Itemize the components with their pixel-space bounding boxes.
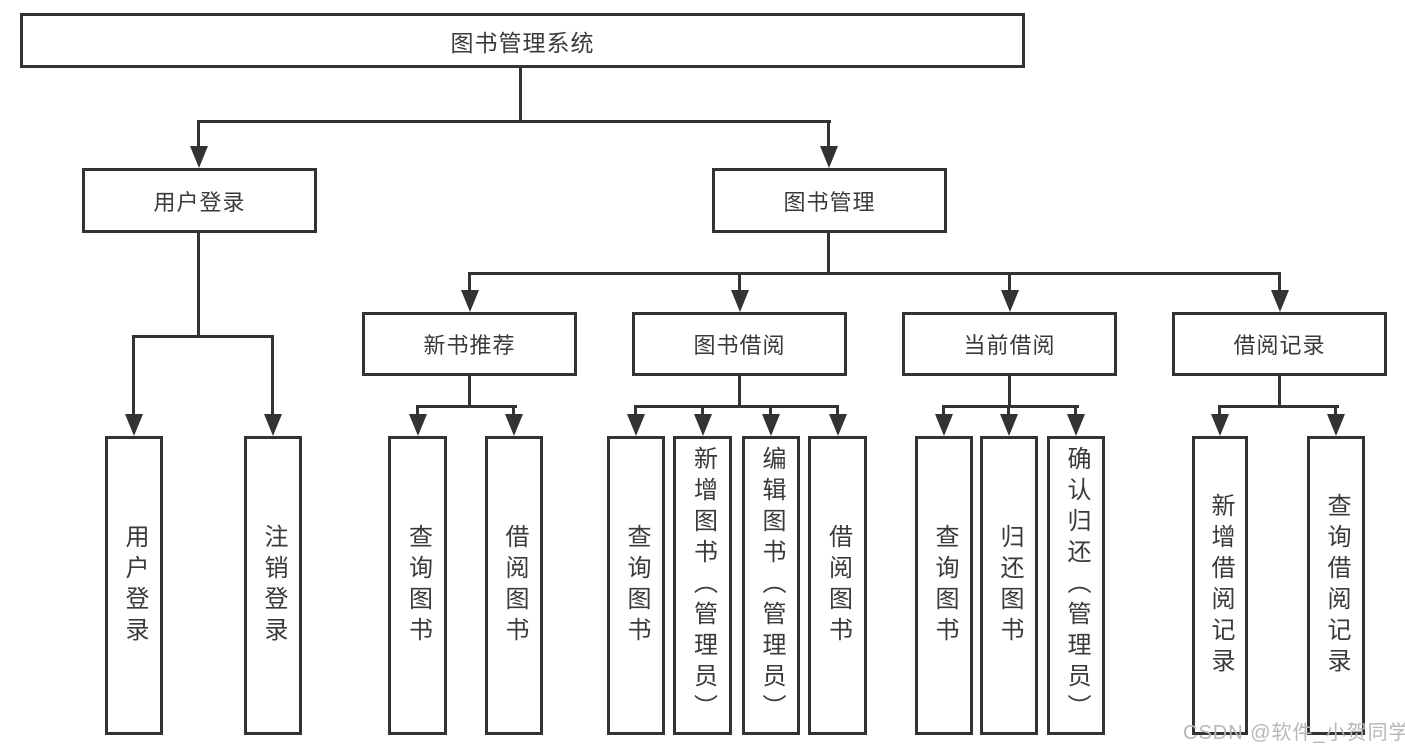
node-label: 用户登录 xyxy=(153,189,246,215)
arrow-down-icon xyxy=(1000,414,1018,436)
leaf-label: 确认归还（管理员） xyxy=(1063,446,1090,725)
connector-user-login-branch xyxy=(132,335,274,338)
leaf-borrow-books-borrow: 借阅图书 xyxy=(808,436,867,735)
arrow-down-icon xyxy=(125,414,143,436)
arrow-down-icon xyxy=(1001,290,1019,312)
arrow-down-icon xyxy=(1067,414,1085,436)
connector-drop xyxy=(416,405,419,417)
leaf-label: 查询图书 xyxy=(404,523,432,648)
connector-drop xyxy=(634,405,637,417)
node-book-borrow: 图书借阅 xyxy=(632,312,847,376)
arrow-down-icon xyxy=(762,414,780,436)
leaf-label: 编辑图书（管理员） xyxy=(758,446,785,725)
connector-root-stem xyxy=(519,68,522,120)
connector-book-management-stem xyxy=(827,233,830,274)
leaf-add-book-admin: 新增图书（管理员） xyxy=(673,436,732,735)
leaf-borrow-books-recommend: 借阅图书 xyxy=(485,436,543,735)
leaf-query-borrow-record: 查询借阅记录 xyxy=(1307,436,1365,735)
node-label: 图书管理系统 xyxy=(450,29,595,56)
node-label: 图书借阅 xyxy=(693,333,786,358)
leaf-label: 新增借阅记录 xyxy=(1207,492,1234,679)
connector-drop xyxy=(769,405,772,417)
leaf-label: 注销登录 xyxy=(260,523,287,648)
arrow-down-icon xyxy=(935,414,953,436)
arrow-down-icon xyxy=(1271,290,1289,312)
arrow-down-icon xyxy=(461,290,479,312)
node-label: 图书管理 xyxy=(783,189,876,215)
leaf-edit-book-admin: 编辑图书（管理员） xyxy=(742,436,800,735)
node-label: 借阅记录 xyxy=(1233,333,1326,358)
arrow-down-icon xyxy=(409,414,427,436)
connector-book-management-branch xyxy=(468,272,1281,275)
leaf-label: 查询借阅记录 xyxy=(1323,492,1350,679)
leaf-label: 查询图书 xyxy=(623,523,650,648)
connector-branch xyxy=(416,405,517,408)
leaf-return-book: 归还图书 xyxy=(980,436,1038,735)
connector-drop xyxy=(738,272,741,294)
leaf-label: 用户登录 xyxy=(121,523,148,648)
arrow-down-icon xyxy=(1327,414,1345,436)
leaf-label: 新增图书（管理员） xyxy=(689,446,717,725)
connector-drop xyxy=(701,405,704,417)
node-borrow-records: 借阅记录 xyxy=(1172,312,1387,376)
leaf-user-login: 用户登录 xyxy=(105,436,163,735)
connector-root-branch xyxy=(197,120,831,123)
node-library-management-system: 图书管理系统 xyxy=(20,13,1025,68)
arrow-down-icon xyxy=(829,414,847,436)
arrow-down-icon xyxy=(190,146,208,168)
node-user-login: 用户登录 xyxy=(82,168,317,233)
connector-drop-book-management xyxy=(827,120,830,148)
connector-drop xyxy=(1218,405,1221,417)
leaf-logout: 注销登录 xyxy=(244,436,302,735)
leaf-label: 归还图书 xyxy=(996,523,1023,648)
connector-drop xyxy=(1007,405,1010,417)
connector-drop xyxy=(1008,272,1011,294)
leaf-label: 借阅图书 xyxy=(501,523,528,648)
csdn-watermark: CSDN @软件_小贺同学 xyxy=(1183,722,1405,744)
leaf-confirm-return-admin: 确认归还（管理员） xyxy=(1047,436,1105,735)
arrow-down-icon xyxy=(731,290,749,312)
node-book-management: 图书管理 xyxy=(712,168,947,233)
connector-drop xyxy=(468,272,471,294)
connector-user-login-stem xyxy=(197,233,200,338)
connector-drop xyxy=(132,335,135,417)
connector-stem xyxy=(468,376,471,408)
leaf-add-borrow-record: 新增借阅记录 xyxy=(1192,436,1248,735)
connector-drop xyxy=(271,335,274,417)
leaf-label: 查询图书 xyxy=(931,523,958,648)
arrow-down-icon xyxy=(264,414,282,436)
node-new-book-recommend: 新书推荐 xyxy=(362,312,577,376)
connector-drop xyxy=(1278,272,1281,294)
leaf-query-books-recommend: 查询图书 xyxy=(388,436,447,735)
connector-branch xyxy=(634,405,839,408)
arrow-down-icon xyxy=(627,414,645,436)
connector-drop xyxy=(942,405,945,417)
node-current-borrow: 当前借阅 xyxy=(902,312,1117,376)
leaf-query-books-borrow: 查询图书 xyxy=(607,436,665,735)
connector-drop xyxy=(836,405,839,417)
connector-drop xyxy=(512,405,515,417)
node-label: 新书推荐 xyxy=(423,333,516,358)
connector-branch xyxy=(942,405,1079,408)
arrow-down-icon xyxy=(694,414,712,436)
node-label: 当前借阅 xyxy=(963,333,1056,358)
connector-stem xyxy=(738,376,741,408)
arrow-down-icon xyxy=(820,146,838,168)
arrow-down-icon xyxy=(505,414,523,436)
connector-drop-user-login xyxy=(197,120,200,148)
connector-stem xyxy=(1278,376,1281,408)
connector-drop xyxy=(1334,405,1337,417)
connector-drop xyxy=(1074,405,1077,417)
arrow-down-icon xyxy=(1211,414,1229,436)
connector-stem xyxy=(1008,376,1011,408)
leaf-query-books-current: 查询图书 xyxy=(915,436,973,735)
leaf-label: 借阅图书 xyxy=(824,523,852,648)
connector-branch xyxy=(1218,405,1339,408)
